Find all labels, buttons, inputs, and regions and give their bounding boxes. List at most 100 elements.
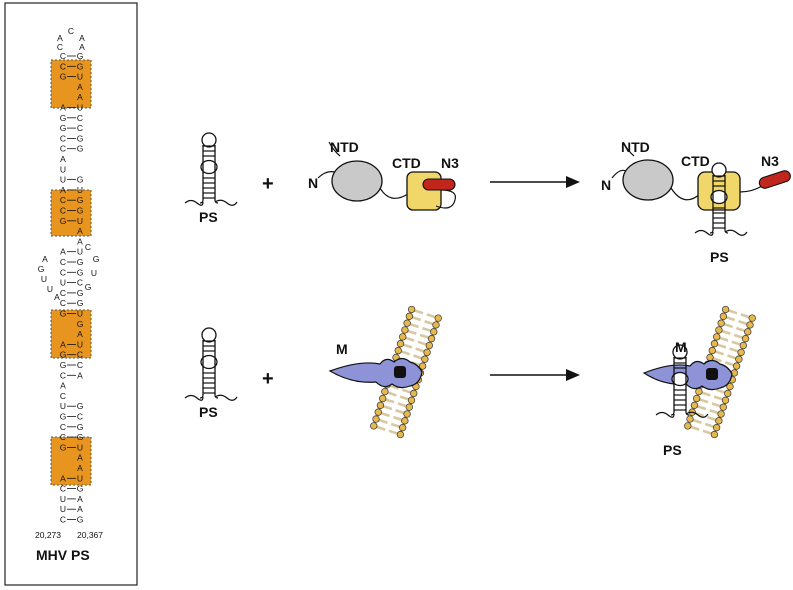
stem-nucleotide-right: U xyxy=(77,309,83,319)
complex-ps-label: PS xyxy=(710,249,729,265)
stem-nucleotide-right: A xyxy=(77,226,83,236)
stem-nucleotide-left: G xyxy=(60,442,67,452)
lipid-bilayer-complex xyxy=(684,305,756,439)
m-protein-bound xyxy=(642,359,733,391)
stem-nucleotide-right: G xyxy=(77,206,84,216)
stem-nucleotide-left: U xyxy=(60,175,66,185)
panel-title: MHV PS xyxy=(36,547,90,563)
stem-nucleotide-left: C xyxy=(60,51,66,61)
lipid-head xyxy=(744,328,752,336)
stem-nucleotide-right: G xyxy=(77,51,84,61)
lipid-head xyxy=(706,353,714,362)
plus-sign-top: + xyxy=(262,173,274,195)
lipid-head xyxy=(379,394,387,403)
lipid-head xyxy=(405,403,413,411)
complex-linker-1 xyxy=(622,141,635,157)
stem-nucleotide-left: C xyxy=(60,267,66,277)
lipid-head xyxy=(719,403,727,411)
lipid-head xyxy=(712,424,721,432)
lipid-head xyxy=(715,417,723,425)
stem-nucleotide-left: G xyxy=(60,309,67,319)
lipid-head xyxy=(724,389,732,398)
lipid-head xyxy=(394,346,402,355)
loop-nucleotide: A xyxy=(79,42,85,52)
complex-linker-2 xyxy=(670,187,701,201)
internal-loop-nucleotide: U xyxy=(91,268,97,278)
lipid-head xyxy=(432,321,440,329)
lipid-head xyxy=(710,340,719,348)
stem-nucleotide-left: C xyxy=(60,195,66,205)
stem-nucleotide-right: U xyxy=(77,339,83,349)
lipid-head xyxy=(396,430,405,439)
lipid-head xyxy=(721,305,730,314)
motif-box-2 xyxy=(50,189,92,237)
complex-ntd-domain xyxy=(622,159,674,201)
stem-nucleotide-right: U xyxy=(77,185,83,195)
lipid-head xyxy=(713,333,721,341)
stem-nucleotide-left: C xyxy=(60,133,66,143)
stem-nucleotide-right: A xyxy=(77,236,83,246)
internal-loop-nucleotide: U xyxy=(47,284,53,294)
lipid-head xyxy=(686,415,694,423)
lipid-bilayer-free xyxy=(370,305,442,439)
lipid-head xyxy=(399,333,407,341)
ctd-domain xyxy=(406,171,442,211)
internal-loop-nucleotide: C xyxy=(85,242,91,252)
stem-nucleotide-right: G xyxy=(77,484,84,494)
stem-nucleotide-left: U xyxy=(60,278,66,288)
lipid-head xyxy=(374,408,382,416)
linker-line-1 xyxy=(328,141,341,157)
lipid-head xyxy=(693,394,701,403)
internal-loop-nucleotide: G xyxy=(85,282,92,292)
lipid-head xyxy=(421,355,429,363)
stem-nucleotide-left: C xyxy=(60,288,66,298)
lipid-head xyxy=(717,319,725,327)
ps-label-top: PS xyxy=(199,209,218,225)
lipid-head xyxy=(423,348,431,357)
stem-nucleotide-left: G xyxy=(60,360,67,370)
loop-nucleotide: C xyxy=(57,42,63,52)
stem-nucleotide-right: A xyxy=(77,92,83,102)
stem-nucleotide-left: A xyxy=(60,103,66,113)
stem-nucleotide-left: A xyxy=(60,473,66,483)
ctd-label: CTD xyxy=(392,155,421,171)
stem-nucleotide-left: G xyxy=(60,113,67,123)
n-ps-complex: N NTD CTD N3 PS xyxy=(601,139,791,265)
stem-nucleotide-left: G xyxy=(60,216,67,226)
m-protein-core-free xyxy=(394,366,406,378)
ntd-label: NTD xyxy=(330,139,359,155)
internal-loop-nucleotide: U xyxy=(41,274,47,284)
stem-nucleotide-right: G xyxy=(77,61,84,71)
stem-nucleotide-left: U xyxy=(60,494,66,504)
plus-sign-bottom: + xyxy=(262,368,274,390)
lipid-head xyxy=(381,387,389,396)
lipid-head xyxy=(401,417,409,425)
stem-nucleotide-left: C xyxy=(60,206,66,216)
stem-nucleotide-left: U xyxy=(60,164,66,174)
stem-nucleotide-right: U xyxy=(77,442,83,452)
stem-nucleotide-left: G xyxy=(60,123,67,133)
ps-n-binding-row: PS + N NTD CTD N3 xyxy=(184,132,791,265)
stem-nucleotide-right: U xyxy=(77,216,83,226)
loop-nucleotide: A xyxy=(79,33,85,43)
stem-nucleotide-left: A xyxy=(60,381,66,391)
n-protein-free: N NTD CTD N3 xyxy=(308,139,459,211)
lipid-head xyxy=(690,401,699,409)
loop-nucleotide: C xyxy=(68,26,74,36)
stem-nucleotide-left: A xyxy=(60,247,66,257)
m-label-free: M xyxy=(336,341,348,357)
stem-nucleotide-right: C xyxy=(77,412,83,422)
ps-label-bottom: PS xyxy=(199,404,218,420)
lipid-head xyxy=(403,319,411,327)
motif-box-1 xyxy=(50,59,92,109)
internal-loop-nucleotide: G xyxy=(93,254,100,264)
motif-box-3 xyxy=(50,309,92,359)
lipid-head xyxy=(434,314,442,322)
stem-nucleotide-right: C xyxy=(77,278,83,288)
lipid-head xyxy=(748,314,756,322)
stem-nucleotide-right: A xyxy=(77,463,83,473)
lipid-head xyxy=(419,362,427,370)
stem-nucleotide-left: G xyxy=(60,350,67,360)
membrane-m-free: M xyxy=(328,305,442,439)
